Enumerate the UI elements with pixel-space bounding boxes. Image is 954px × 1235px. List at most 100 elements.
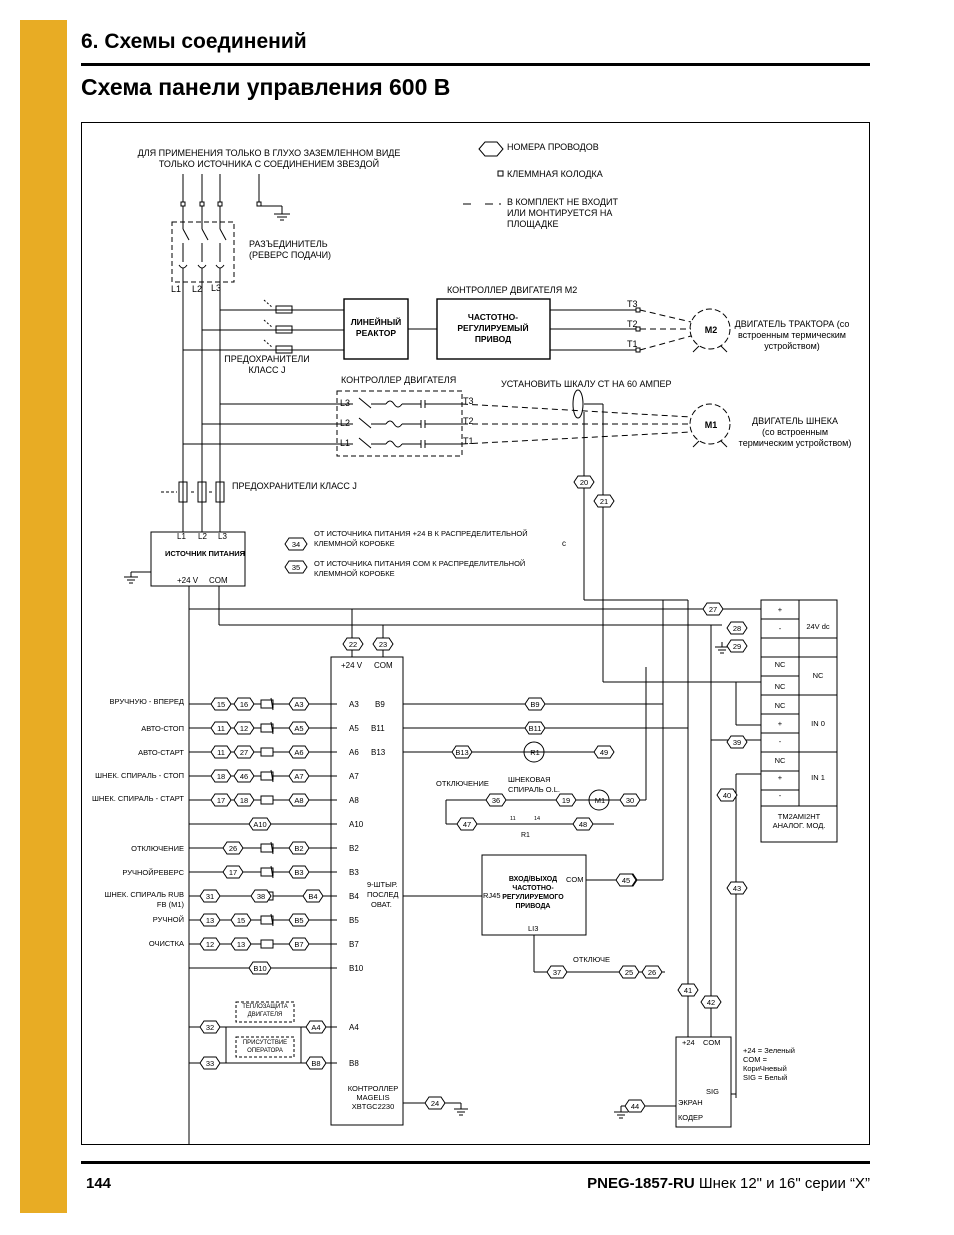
l3-label: L3 — [211, 283, 221, 293]
legend-terminal-square — [497, 170, 504, 177]
tb-module-2: АНАЛОГ. МОД. — [773, 821, 826, 830]
l2-label: L2 — [192, 284, 202, 294]
off-short-label: ОТКЛЮЧЕ — [573, 955, 610, 964]
input-jog-fwd: ВРУЧНУЮ - ВПЕРЕД — [109, 697, 184, 706]
spiral-ol-2: СПИРАЛЬ O.L. — [508, 785, 560, 794]
stray-c: c — [562, 539, 566, 548]
legend-field-1: В КОМПЛЕКТ НЕ ВХОДИТ — [507, 197, 618, 207]
operator-2: ОПЕРАТОРА — [247, 1048, 283, 1054]
tb-24vdc: 24V dc — [806, 622, 830, 631]
motor-m1-label: M1 — [705, 420, 718, 430]
input-rub-1: ШНЕК. СПИРАЛЬ RUB — [105, 890, 184, 899]
svg-text:41: 41 — [684, 986, 692, 995]
note-grounded-2: ТОЛЬКО ИСТОЧНИКА С СОЕДИНЕНИЕМ ЗВЕЗДОЙ — [159, 158, 379, 169]
r1-11: 11 — [510, 816, 516, 822]
mc-t1-label: T1 — [463, 436, 474, 446]
tb-minus-2: - — [779, 737, 782, 746]
a10: A10 — [349, 820, 364, 829]
psu-l2: L2 — [198, 532, 207, 541]
svg-text:45: 45 — [622, 876, 630, 885]
motor-m2-label: M2 — [705, 325, 718, 335]
svg-text:B11: B11 — [529, 724, 542, 733]
legend-field-3: ПЛОЩАДКЕ — [507, 219, 558, 229]
svg-text:M1: M1 — [595, 796, 605, 805]
mc-t3-label: T3 — [463, 396, 474, 406]
vfd-label-3: ПРИВОД — [475, 334, 511, 344]
psu-com: COM — [209, 576, 228, 585]
svg-text:11: 11 — [217, 748, 225, 757]
fuses-j-single: ПРЕДОХРАНИТЕЛИ КЛАСС J — [232, 481, 357, 491]
m2-t1-label: T1 — [627, 339, 638, 349]
encoder-name: КОДЕР — [678, 1113, 703, 1122]
a6: A6 — [349, 748, 359, 757]
m2-t3-label: T3 — [627, 299, 638, 309]
tractor-motor-2: встроенным термическим — [738, 330, 846, 340]
diagram-border — [81, 122, 870, 1145]
svg-text:37: 37 — [553, 968, 561, 977]
tractor-motor-1: ДВИГАТЕЛЬ ТРАКТОРА (со — [735, 319, 850, 329]
svg-text:38: 38 — [257, 892, 265, 901]
tb-in1: IN 1 — [811, 773, 825, 782]
b4: B4 — [349, 892, 359, 901]
page-number: 144 — [86, 1175, 112, 1192]
plc-name-3: XBTGC2230 — [352, 1102, 395, 1111]
tb-nc-2: NC — [775, 682, 786, 691]
reactor-label-2: РЕАКТОР — [356, 328, 396, 338]
svg-text:33: 33 — [206, 1059, 214, 1068]
encoder-sig: SIG — [706, 1087, 719, 1096]
fuses-j-1: ПРЕДОХРАНИТЕЛИ — [224, 354, 309, 364]
b5: B5 — [349, 916, 359, 925]
svg-text:34: 34 — [292, 540, 300, 549]
mc-l1-label: L1 — [340, 438, 350, 448]
mc-l3-label: L3 — [340, 398, 350, 408]
operator-1: ПРИСУТСТВИЕ — [243, 1040, 287, 1046]
vfd-io-li3: LI3 — [528, 924, 538, 933]
svg-text:27: 27 — [240, 748, 248, 757]
vfd-io-rj45: RJ45 — [483, 891, 501, 900]
svg-text:17: 17 — [229, 868, 237, 877]
svg-text:R1: R1 — [530, 748, 540, 757]
note-35b: КЛЕММНОЙ КОРОБКЕ — [314, 569, 395, 578]
m2-controller-label: КОНТРОЛЛЕР ДВИГАТЕЛЯ M2 — [447, 285, 577, 295]
wiring-diagram-svg: ДЛЯ ПРИМЕНЕНИЯ ТОЛЬКО В ГЛУХО ЗАЗЕМЛЕННО… — [81, 122, 870, 1145]
disconnect-label-1: РАЗЪЕДИНИТЕЛЬ — [249, 239, 328, 249]
svg-text:B8: B8 — [311, 1059, 320, 1068]
svg-text:A3: A3 — [294, 700, 303, 709]
wiring-diagram: ДЛЯ ПРИМЕНЕНИЯ ТОЛЬКО В ГЛУХО ЗАЗЕМЛЕННО… — [81, 122, 870, 1145]
psu-24v: +24 V — [177, 576, 199, 585]
top-rule — [81, 63, 870, 66]
plc-com: COM — [374, 661, 393, 670]
thermal-1: ТЕПЛОЗАЩИТА — [242, 1004, 288, 1010]
b8: B8 — [349, 1059, 359, 1068]
svg-text:18: 18 — [240, 796, 248, 805]
ct-setting-label: УСТАНОВИТЬ ШКАЛУ СТ НА 60 АМПЕР — [501, 379, 672, 389]
svg-text:B13: B13 — [455, 748, 468, 757]
encoder-note-3: КориЧневый — [743, 1064, 787, 1073]
vfd-io-1: ВХОД/ВЫХОД — [509, 876, 557, 883]
page-title: Схема панели управления 600 В — [81, 74, 451, 100]
a7: A7 — [349, 772, 359, 781]
input-wire-hexes — [199, 697, 663, 1070]
svg-text:20: 20 — [580, 478, 588, 487]
svg-text:18: 18 — [217, 772, 225, 781]
b3: B3 — [349, 868, 359, 877]
tb-nc-3: NC — [813, 671, 824, 680]
svg-text:48: 48 — [579, 820, 587, 829]
b11-out: B11 — [371, 724, 385, 733]
a8: A8 — [349, 796, 359, 805]
input-spiral-start: ШНЕК. СПИРАЛЬ - СТАРТ — [92, 794, 184, 803]
tb-module-1: TM2AMI2HT — [778, 812, 821, 821]
vfd-label-1: ЧАСТОТНО- — [468, 312, 518, 322]
svg-text:26: 26 — [229, 844, 237, 853]
input-auto-start: АВТО-СТАРТ — [138, 748, 184, 757]
b13-out: B13 — [371, 748, 386, 757]
footer-doc: PNEG-1857-RU Шнек 12" и 16" серии “X” — [587, 1175, 870, 1192]
svg-text:29: 29 — [733, 642, 741, 651]
tb-in0: IN 0 — [811, 719, 825, 728]
svg-text:A7: A7 — [294, 772, 303, 781]
tb-minus-1: - — [779, 624, 782, 633]
encoder-shield: ЭКРАН — [678, 1098, 703, 1107]
plc-name-2: MAGELIS — [356, 1093, 389, 1102]
vfd-io-2: ЧАСТОТНО- — [512, 885, 554, 892]
vfd-io-com: COM — [566, 875, 584, 884]
